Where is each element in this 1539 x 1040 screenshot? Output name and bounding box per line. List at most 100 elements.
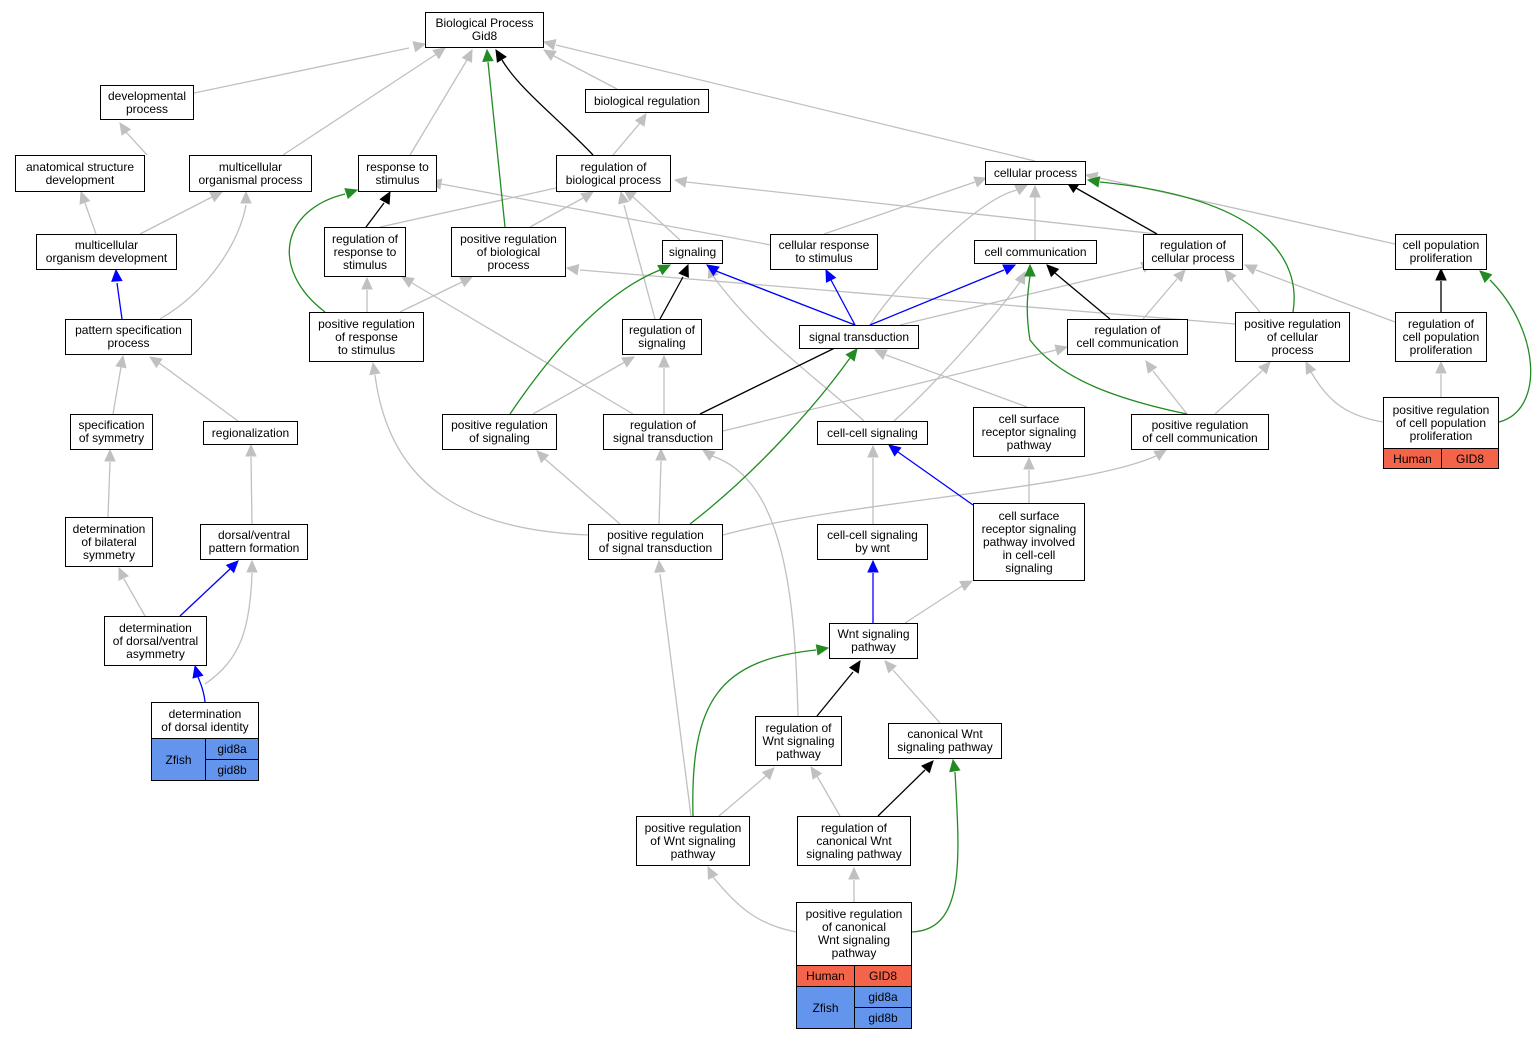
go-term-posregcell[interactable]: positive regulation of cellular process	[1235, 312, 1350, 362]
blue-edge	[869, 269, 1005, 326]
gray-edge	[718, 775, 767, 817]
go-term-label: Biological Process Gid8	[435, 16, 534, 43]
gray-arrowhead	[973, 176, 988, 188]
gray-arrowhead	[1029, 184, 1041, 198]
go-term-label: biological regulation	[593, 93, 701, 108]
gray-edge	[685, 181, 1158, 235]
gray-edge	[84, 202, 97, 235]
blue-arrowhead	[1002, 264, 1017, 276]
go-term-label: specification of symmetry	[78, 418, 145, 445]
gray-arrowhead	[1054, 344, 1069, 356]
green-edge	[487, 61, 506, 228]
go-term-posregbio[interactable]: positive regulation of biological proces…	[451, 227, 566, 277]
gray-edge	[159, 204, 247, 320]
species-cell-human: Human	[796, 965, 855, 987]
gray-arrowhead	[761, 767, 775, 781]
go-term-detbilat[interactable]: determination of bilateral symmetry	[65, 517, 153, 567]
go-term-multidev[interactable]: multicellular organism development	[36, 234, 177, 270]
go-term-posregwnt[interactable]: positive regulation of Wnt signaling pat…	[636, 816, 750, 866]
go-term-detdv[interactable]: determination of dorsal/ventral asymmetr…	[104, 616, 207, 666]
blue-edge	[897, 451, 974, 506]
black-arrowhead	[495, 48, 507, 63]
go-term-regsigtrans[interactable]: regulation of signal transduction	[603, 414, 723, 450]
gray-edge	[553, 55, 618, 90]
go-term-posregcanwnt[interactable]: positive regulation of canonical Wnt sig…	[796, 902, 912, 966]
blue-arrowhead	[825, 268, 837, 283]
go-term-anat[interactable]: anatomical structure development	[15, 155, 145, 192]
go-term-ccwnt[interactable]: cell-cell signaling by wnt	[817, 524, 928, 560]
go-term-posregcellpop[interactable]: positive regulation of cell population p…	[1383, 397, 1499, 449]
go-term-label: regulation of response to stimulus	[331, 231, 399, 272]
go-term-cellresp[interactable]: cellular response to stimulus	[770, 234, 878, 270]
go-term-regbio[interactable]: regulation of biological process	[556, 155, 671, 192]
go-term-cellproc[interactable]: cellular process	[985, 161, 1086, 185]
go-term-wnt[interactable]: Wnt signaling pathway	[829, 623, 918, 659]
go-term-regresp[interactable]: regulation of response to stimulus	[324, 227, 406, 277]
go-term-regcellpop[interactable]: regulation of cell population proliferat…	[1395, 312, 1487, 362]
go-term-label: signal transduction	[808, 329, 910, 344]
go-term-multi[interactable]: multicellular organismal process	[189, 155, 312, 192]
go-term-cellcell[interactable]: cell-cell signaling	[817, 421, 928, 445]
gray-arrowhead	[873, 349, 888, 361]
gray-edge	[440, 183, 772, 246]
gray-edge	[711, 455, 799, 717]
go-term-sigtrans[interactable]: signal transduction	[799, 325, 919, 349]
go-term-detdorsal[interactable]: determination of dorsal identity	[151, 702, 259, 739]
go-term-posregsig[interactable]: positive regulation of signaling	[442, 414, 557, 450]
gray-edge	[1214, 370, 1263, 415]
green-edge	[1489, 279, 1532, 423]
go-term-cellpop[interactable]: cell population proliferation	[1395, 234, 1487, 270]
go-term-bioreg[interactable]: biological regulation	[585, 89, 709, 113]
black-arrowhead	[379, 190, 391, 205]
gray-arrowhead	[412, 41, 427, 53]
gray-arrowhead	[148, 356, 163, 369]
go-term-regcanwnt[interactable]: regulation of canonical Wnt signaling pa…	[797, 816, 911, 866]
gray-edge	[1152, 370, 1188, 415]
go-term-dev[interactable]: developmental process	[100, 85, 194, 120]
go-term-canwnt[interactable]: canonical Wnt signaling pathway	[888, 723, 1002, 759]
go-term-regsig[interactable]: regulation of signaling	[622, 319, 702, 355]
go-term-csrsp[interactable]: cell surface receptor signaling pathway	[973, 407, 1085, 457]
gray-edge	[899, 266, 1144, 326]
gray-arrowhead	[673, 176, 688, 188]
go-term-regcellcomm[interactable]: regulation of cell communication	[1067, 319, 1188, 355]
go-term-posregresp[interactable]: positive regulation of response to stimu…	[309, 312, 424, 362]
go-term-cellcomm[interactable]: cell communication	[974, 240, 1097, 264]
gray-edge	[532, 361, 626, 415]
go-term-bp[interactable]: Biological Process Gid8	[425, 12, 544, 48]
gray-arrowhead	[580, 191, 595, 203]
gray-arrowhead	[79, 190, 91, 205]
go-term-regionalization[interactable]: regionalization	[203, 421, 298, 445]
green-arrowhead	[657, 264, 672, 276]
go-term-csrspcc[interactable]: cell surface receptor signaling pathway …	[973, 503, 1085, 581]
go-term-resp[interactable]: response to stimulus	[358, 155, 437, 192]
go-term-specsym[interactable]: specification of symmetry	[70, 414, 153, 450]
gray-edge	[1310, 371, 1384, 423]
gray-edge	[893, 281, 1021, 422]
go-term-posregsigtrans[interactable]: positive regulation of signal transducti…	[588, 524, 723, 560]
go-term-dvpattern[interactable]: dorsal/ventral pattern formation	[200, 524, 308, 560]
green-arrowhead	[815, 644, 830, 656]
go-term-regcell[interactable]: regulation of cellular process	[1143, 234, 1243, 270]
go-term-label: cell surface receptor signaling pathway …	[981, 508, 1077, 575]
green-arrowhead	[344, 188, 359, 200]
gray-arrowhead	[115, 354, 127, 369]
go-term-label: anatomical structure development	[25, 159, 135, 187]
go-term-pattern[interactable]: pattern specification process	[65, 319, 192, 355]
gray-arrowhead	[400, 276, 415, 288]
gray-arrowhead	[634, 112, 647, 127]
gray-arrowhead	[810, 765, 823, 780]
gray-edge	[904, 585, 963, 624]
go-term-label: positive regulation of biological proces…	[460, 231, 557, 272]
go-term-posregcellcomm[interactable]: positive regulation of cell communicatio…	[1131, 414, 1269, 450]
go-term-label: regulation of cell population proliferat…	[1402, 316, 1480, 357]
go-term-label: determination of dorsal identity	[161, 706, 249, 734]
gray-edge	[193, 47, 410, 94]
go-term-regwnt[interactable]: regulation of Wnt signaling pathway	[755, 716, 842, 766]
go-term-label: cell-cell signaling by wnt	[827, 528, 918, 555]
green-arrowhead	[1086, 176, 1101, 188]
go-term-signaling[interactable]: signaling	[662, 240, 723, 264]
gray-edge	[409, 59, 468, 156]
go-term-label: regulation of cellular process	[1151, 238, 1235, 265]
go-term-label: cell population proliferation	[1402, 238, 1480, 265]
